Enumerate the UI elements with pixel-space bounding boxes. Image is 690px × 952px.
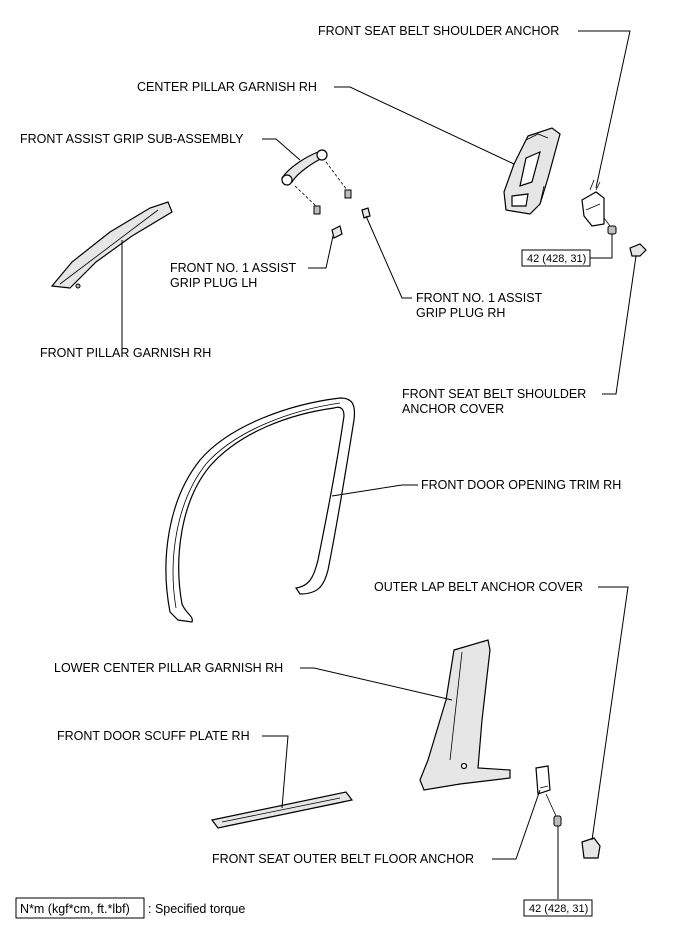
legend-unit-box: N*m (kgf*cm, ft.*lbf)	[20, 902, 130, 916]
label-grip-plug-lh-line2: GRIP PLUG LH	[170, 276, 257, 290]
label-front-seat-belt-shoulder-anchor: FRONT SEAT BELT SHOULDER ANCHOR	[318, 24, 559, 38]
leader-assist-grip	[262, 138, 301, 161]
legend-description: : Specified torque	[148, 902, 245, 916]
label-front-pillar-garnish-rh: FRONT PILLAR GARNISH RH	[40, 346, 211, 360]
label-grip-plug-lh-line1: FRONT NO. 1 ASSIST	[170, 261, 297, 275]
label-front-door-opening-trim-rh: FRONT DOOR OPENING TRIM RH	[421, 478, 621, 492]
label-center-pillar-garnish-rh: CENTER PILLAR GARNISH RH	[137, 80, 317, 94]
label-lower-center-pillar-garnish-rh: LOWER CENTER PILLAR GARNISH RH	[54, 661, 283, 675]
label-grip-plug-rh-line1: FRONT NO. 1 ASSIST	[416, 291, 543, 305]
label-front-seat-outer-belt-floor-anchor: FRONT SEAT OUTER BELT FLOOR ANCHOR	[212, 852, 474, 866]
leader-floor-anchor	[492, 789, 541, 860]
grip-plug-lh-part	[331, 225, 343, 239]
label-front-assist-grip: FRONT ASSIST GRIP SUB-ASSEMBLY	[20, 132, 244, 146]
leader-lap-cover	[591, 586, 629, 841]
label-front-door-scuff-plate-rh: FRONT DOOR SCUFF PLATE RH	[57, 729, 250, 743]
leader-plug-rh	[365, 215, 412, 299]
torque-box-shoulder-anchor: 42 (428, 31)	[521, 249, 591, 267]
shoulder-anchor-cover-part	[629, 243, 647, 257]
center-pillar-garnish-part	[503, 127, 561, 215]
leader-plug-lh	[308, 235, 334, 269]
leader-center-pillar	[334, 86, 515, 165]
leader-torque-shoulder	[590, 234, 613, 259]
front-pillar-garnish-part	[50, 201, 173, 289]
lower-center-pillar-garnish-part	[419, 639, 511, 791]
torque-legend: N*m (kgf*cm, ft.*lbf) : Specified torque	[15, 897, 245, 919]
label-anchor-cover-line1: FRONT SEAT BELT SHOULDER	[402, 387, 586, 401]
label-outer-lap-belt-anchor-cover: OUTER LAP BELT ANCHOR COVER	[374, 580, 583, 594]
assist-grip-part	[281, 149, 352, 215]
shoulder-anchor-part	[581, 179, 617, 235]
leader-anchor-cover	[602, 255, 637, 395]
grip-plug-rh-part	[361, 207, 371, 219]
lap-belt-anchor-cover-part	[581, 837, 601, 859]
leader-lower-pillar	[300, 667, 453, 701]
leader-scuff-plate	[262, 735, 289, 809]
torque-value-floor: 42 (428, 31)	[529, 903, 588, 915]
door-opening-trim-part	[165, 397, 356, 623]
torque-box-floor-anchor: 42 (428, 31)	[523, 899, 593, 917]
label-grip-plug-rh-line2: GRIP PLUG RH	[416, 306, 505, 320]
label-anchor-cover-line2: ANCHOR COVER	[402, 402, 504, 416]
scuff-plate-part	[210, 791, 354, 829]
torque-value-shoulder: 42 (428, 31)	[527, 253, 586, 265]
leader-door-trim	[331, 484, 418, 497]
leader-shoulder-anchor	[578, 30, 631, 189]
floor-anchor-part	[535, 765, 562, 827]
